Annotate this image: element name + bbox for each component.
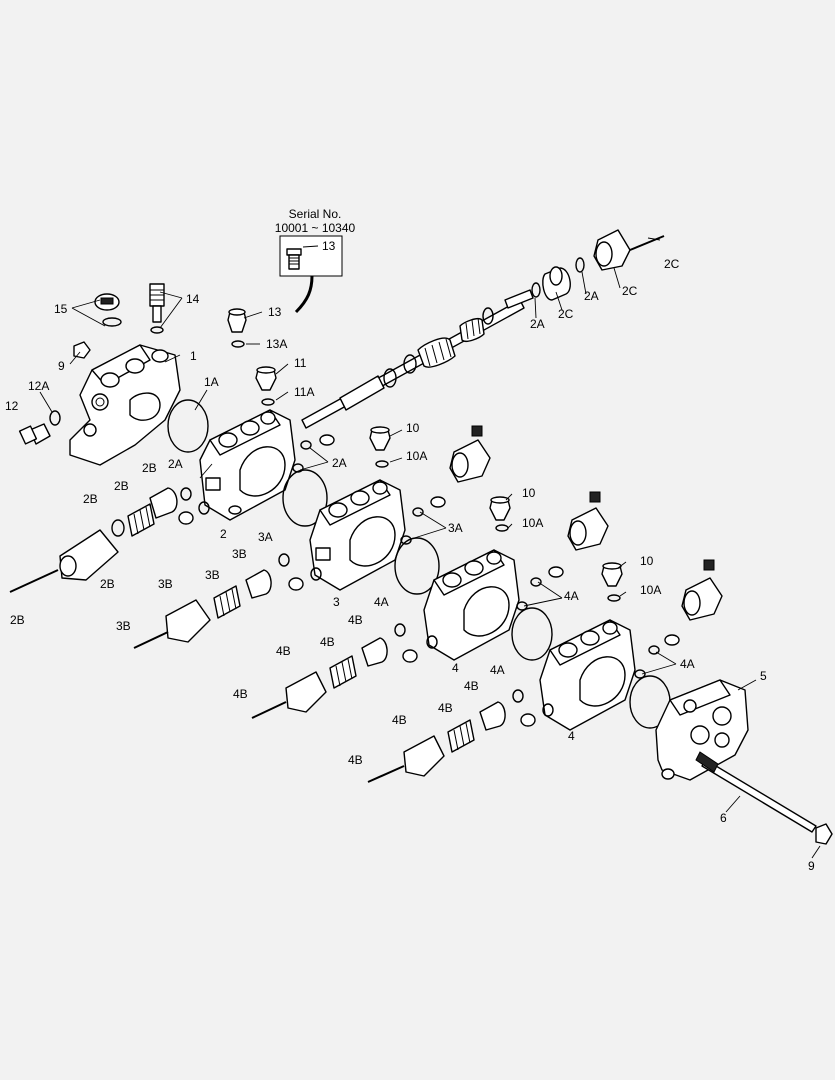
callout-4-a: 4 [452, 661, 459, 675]
callout-14: 14 [186, 292, 200, 306]
callout-10-c: 10 [640, 554, 654, 568]
callout-4A-d: 4A [490, 663, 505, 677]
work-section-4a [423, 549, 520, 661]
spring-cap-2B [9, 529, 119, 593]
callout-3B-c: 3B [158, 577, 173, 591]
spool-assembly [301, 229, 665, 429]
callout-2A-c: 2A [332, 456, 347, 470]
callout-3A-a: 3A [448, 521, 463, 535]
plug-11 [255, 366, 277, 406]
callout-2B-b: 2B [114, 479, 129, 493]
callout-11: 11 [294, 356, 307, 370]
callout-4A-b: 4A [374, 595, 389, 609]
callout-9-bottom: 9 [808, 859, 815, 873]
oring-2-big [282, 469, 328, 527]
callout-2A-a: 2A [584, 289, 599, 303]
callout-3B-a: 3B [232, 547, 247, 561]
serial-range: 10001 ~ 10340 [275, 221, 356, 235]
callout-11A: 11A [294, 385, 314, 399]
callout-4B-f: 4B [438, 701, 453, 715]
callout-4B-d: 4B [233, 687, 248, 701]
seal-2A-a [319, 434, 335, 446]
callout-2B-c: 2B [83, 492, 98, 506]
callout-9-top: 9 [58, 359, 65, 373]
callout-6: 6 [720, 811, 727, 825]
callout-15: 15 [54, 302, 68, 316]
end-cap-4 [681, 559, 723, 621]
callout-2B-d: 2B [100, 577, 115, 591]
callout-13A: 13A [266, 337, 287, 351]
callout-3A-b: 3A [258, 530, 273, 544]
oring-3-big [394, 537, 440, 595]
callout-4B-c: 4B [276, 644, 291, 658]
callout-3B-d: 3B [116, 619, 131, 633]
serial-title: Serial No. [289, 207, 342, 221]
callout-10-b: 10 [522, 486, 536, 500]
callout-4B-g: 4B [392, 713, 407, 727]
callout-5: 5 [760, 669, 767, 683]
oring-1A [167, 399, 209, 453]
callout-10A-a: 10A [406, 449, 427, 463]
callout-10A-c: 10A [640, 583, 661, 597]
work-section-2 [199, 409, 296, 521]
spring-cap-3B [133, 599, 211, 649]
callout-2C-a: 2C [664, 257, 680, 271]
leader-lines [39, 237, 821, 859]
callout-2: 2 [220, 527, 227, 541]
callout-2B-a: 2B [142, 461, 157, 475]
callout-2C-c: 2C [558, 307, 574, 321]
callout-13: 13 [268, 305, 282, 319]
callout-2C-b: 2C [622, 284, 638, 298]
work-section-4b [539, 619, 636, 731]
spring-cap-4B-a [251, 671, 327, 719]
callout-1A: 1A [204, 375, 219, 389]
callout-2A-b: 2A [530, 317, 545, 331]
callout-4A-a: 4A [564, 589, 579, 603]
callout-12: 12 [5, 399, 19, 413]
callout-2B-e: 2B [10, 613, 25, 627]
callout-labels: 15 14 1 9 12A 12 1A 13 13A 11 11A 2C 2C … [5, 257, 815, 873]
callout-3: 3 [333, 595, 340, 609]
callout-4B-h: 4B [348, 753, 363, 767]
fitting-12 [18, 410, 61, 445]
serial-number-box: Serial No. 10001 ~ 10340 13 [275, 207, 356, 314]
callout-4B-a: 4B [348, 613, 363, 627]
serial-part-13: 13 [322, 239, 336, 253]
plug-10-c [601, 562, 623, 602]
outlet-section-5 [655, 679, 749, 781]
plug-10-b [489, 496, 511, 532]
tie-rod-6 [695, 751, 817, 833]
callout-10A-b: 10A [522, 516, 543, 530]
relief-cartridge-14 [149, 283, 165, 334]
callout-1: 1 [190, 349, 197, 363]
spring-cap-4B-b [367, 735, 445, 783]
callout-3B-b: 3B [205, 568, 220, 582]
spring-2B [127, 503, 155, 537]
end-cap-2 [449, 425, 491, 483]
nut-9-top [73, 341, 91, 359]
inlet-section-1 [69, 344, 181, 466]
callout-12A: 12A [28, 379, 49, 393]
nut-9-bottom [815, 823, 833, 845]
end-cap-3 [567, 491, 609, 551]
work-section-3 [309, 479, 406, 591]
callout-2A-d: 2A [168, 457, 183, 471]
callout-4B-b: 4B [320, 635, 335, 649]
callout-10-a: 10 [406, 421, 420, 435]
callout-4A-c: 4A [680, 657, 695, 671]
plug-10-a [369, 426, 391, 468]
plug-15 [94, 293, 122, 327]
callout-4B-e: 4B [464, 679, 479, 693]
plug-13 [227, 308, 247, 348]
callout-4-b: 4 [568, 729, 575, 743]
